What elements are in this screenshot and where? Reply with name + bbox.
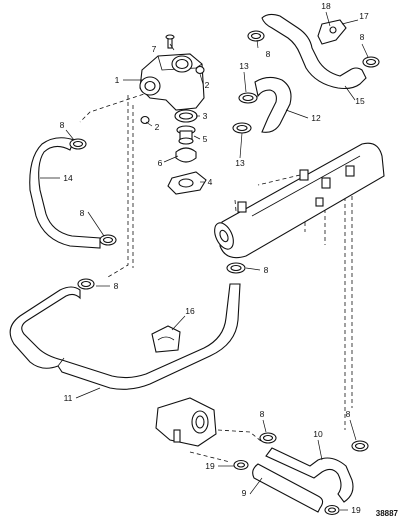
seal-6 <box>175 147 197 163</box>
clamp-19-left <box>233 459 249 471</box>
callout-8-lower-right: 8 <box>346 409 351 419</box>
callout-9: 9 <box>242 488 247 498</box>
bracket-16 <box>151 325 181 353</box>
callout-7: 7 <box>152 44 157 54</box>
thermostat-housing <box>139 34 205 125</box>
callout-16: 16 <box>185 306 195 316</box>
callout-12: 12 <box>311 113 321 123</box>
clamp-8-lower-left <box>259 432 277 444</box>
callout-4: 4 <box>208 177 213 187</box>
callout-10: 10 <box>313 429 323 439</box>
callout-11: 11 <box>64 393 73 403</box>
hose-9 <box>252 463 324 513</box>
callout-8-right: 8 <box>360 32 365 42</box>
bracket-17 <box>317 19 347 45</box>
hose-14 <box>29 137 101 249</box>
clamp-13-upper <box>238 92 258 104</box>
callout-labels: 1 2 2 3 4 5 6 7 8 8 8 8 8 8 8 8 8 9 10 1… <box>60 1 369 515</box>
clamp-8-hose-11 <box>77 278 95 290</box>
callout-3: 3 <box>203 111 208 121</box>
callout-15: 15 <box>355 96 365 106</box>
callout-14: 14 <box>63 173 73 183</box>
thermostat-5 <box>176 125 196 145</box>
clamp-13-lower <box>232 122 252 134</box>
clamp-8-top-right <box>247 30 265 42</box>
exhaust-manifold <box>214 142 385 259</box>
figure-part-number: 38887 <box>376 509 399 518</box>
clamp-8-lower-right <box>351 440 369 452</box>
callout-19-right: 19 <box>351 505 361 515</box>
callout-8-left-top: 8 <box>60 120 65 130</box>
routing-dashed-lines <box>79 91 353 463</box>
callout-8-left-bottom: 8 <box>80 208 85 218</box>
hose-15 <box>261 13 367 90</box>
water-pump-fitting <box>155 397 217 447</box>
hose-10 <box>265 447 354 503</box>
callout-18: 18 <box>321 1 331 11</box>
clamp-8-left-top <box>69 138 87 150</box>
gasket-4 <box>167 171 207 195</box>
callout-19-left: 19 <box>205 461 215 471</box>
gasket-3 <box>174 109 198 123</box>
clamp-19-right <box>324 504 340 516</box>
callout-13-lower: 13 <box>235 158 245 168</box>
clamp-8-left-bottom <box>99 234 117 246</box>
callout-8-manifold: 8 <box>264 265 269 275</box>
callout-2-upper: 2 <box>205 80 210 90</box>
callout-5: 5 <box>203 134 208 144</box>
callout-6: 6 <box>158 158 163 168</box>
callout-17: 17 <box>359 11 369 21</box>
leader-lines <box>40 11 369 511</box>
callout-2-lower: 2 <box>155 122 160 132</box>
hose-12 <box>254 76 292 133</box>
callout-13-upper: 13 <box>239 61 249 71</box>
clamp-8-right <box>362 56 380 68</box>
callout-8-lower-left: 8 <box>260 409 265 419</box>
callout-8-hose-11: 8 <box>114 281 119 291</box>
callout-1: 1 <box>115 75 120 85</box>
hose-11 <box>9 283 241 390</box>
clamp-8-manifold <box>226 262 246 274</box>
callout-8-top-right: 8 <box>266 49 271 59</box>
